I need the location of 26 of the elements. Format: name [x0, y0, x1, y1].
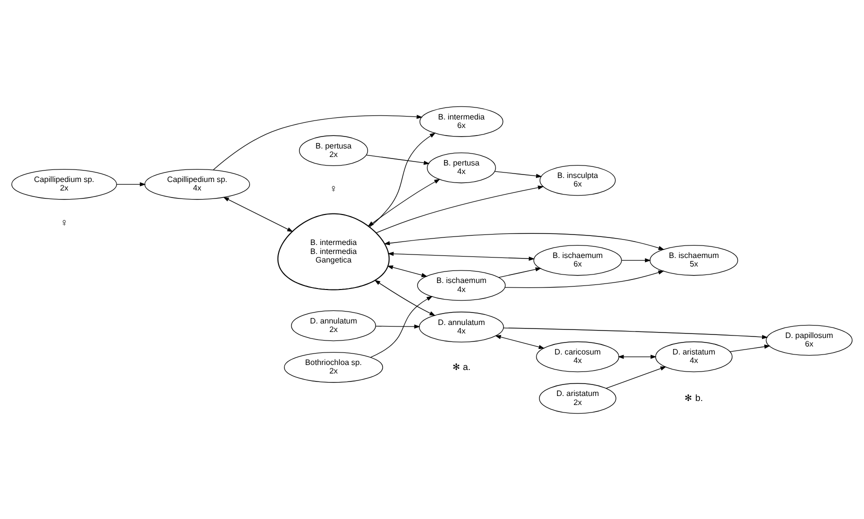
- arrow: [494, 170, 542, 178]
- node-label: ♀: [60, 216, 68, 228]
- arrow: [375, 324, 420, 328]
- arrow: [223, 196, 294, 232]
- arrow: [618, 354, 657, 358]
- arrow: [368, 178, 440, 226]
- arrow: [116, 182, 146, 186]
- arrow: [606, 366, 666, 388]
- label: ✻ a.: [452, 361, 471, 372]
- arrow: [730, 344, 770, 352]
- node-label: ♀: [330, 182, 338, 195]
- arrow: [370, 296, 433, 358]
- label: ✻ b.: [684, 392, 704, 402]
- arrow: [503, 327, 768, 339]
- arrow: [374, 279, 436, 316]
- arrow: [388, 251, 535, 260]
- arrow: [621, 258, 651, 262]
- arrow: [376, 185, 544, 233]
- arrow: [212, 114, 423, 170]
- arrow: [384, 232, 664, 250]
- arrow: [494, 334, 545, 348]
- arrow: [498, 266, 542, 278]
- arrow: [504, 270, 664, 288]
- arrow: [366, 154, 430, 164]
- arrow: [387, 264, 428, 277]
- arrow: [369, 132, 436, 227]
